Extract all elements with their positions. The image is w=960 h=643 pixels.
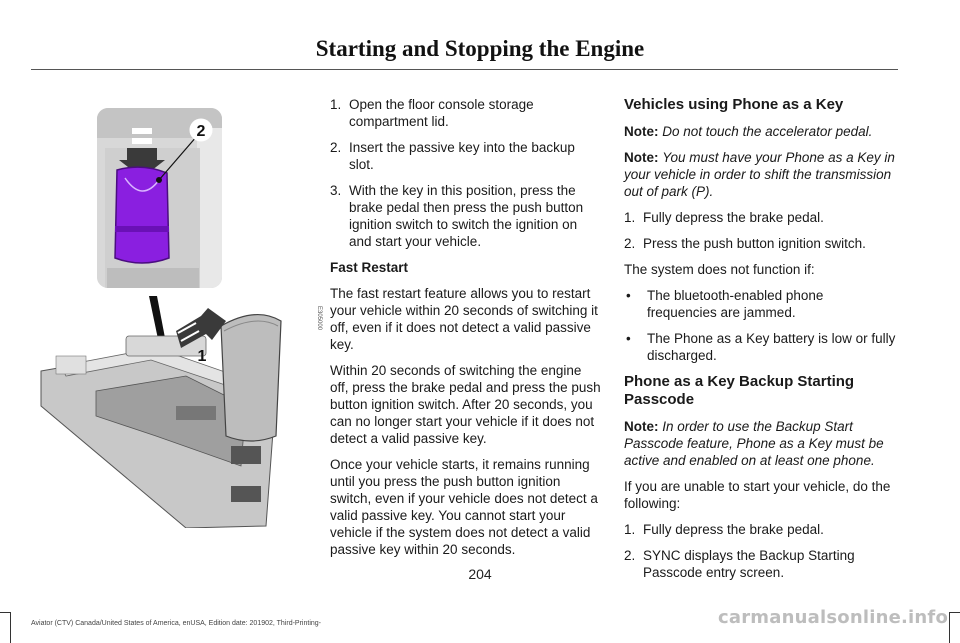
backup-passcode-steps: 1.Fully depress the brake pedal. 2.SYNC … xyxy=(624,521,896,581)
paragraph: The system does not function if: xyxy=(624,262,815,277)
list-item: 2.SYNC displays the Backup Starting Pass… xyxy=(624,548,855,580)
list-item: 3.With the key in this position, press t… xyxy=(330,183,584,249)
backup-slot-steps: 1.Open the floor console storage compart… xyxy=(330,96,602,250)
paragraph: Once your vehicle starts, it remains run… xyxy=(330,457,598,557)
list-item: •The bluetooth-enabled phone frequencies… xyxy=(626,288,824,320)
list-item: •The Phone as a Key battery is low or fu… xyxy=(626,331,896,363)
crop-mark xyxy=(0,612,10,613)
failure-conditions-list: •The bluetooth-enabled phone frequencies… xyxy=(624,287,896,364)
fast-restart-heading: Fast Restart xyxy=(330,260,409,275)
crop-mark xyxy=(950,612,960,613)
edition-footer: Aviator (CTV) Canada/United States of Am… xyxy=(31,620,322,627)
phone-as-key-heading: Vehicles using Phone as a Key xyxy=(624,96,844,113)
callout-2-label: 2 xyxy=(197,123,206,140)
list-item: 1.Open the floor console storage compart… xyxy=(330,97,534,129)
list-item: 1.Fully depress the brake pedal. xyxy=(624,522,824,537)
callout-1-label: 1 xyxy=(198,348,207,365)
right-column: Vehicles using Phone as a Key Note: Do n… xyxy=(624,96,896,590)
middle-column: 1.Open the floor console storage compart… xyxy=(330,96,602,567)
note: Note: You must have your Phone as a Key … xyxy=(624,150,895,199)
header-divider xyxy=(31,69,898,70)
figure-code: E305000 xyxy=(316,306,322,331)
backup-slot-inset-illustration: 2 xyxy=(97,108,222,288)
phone-key-steps: 1.Fully depress the brake pedal. 2.Press… xyxy=(624,209,896,252)
note: Note: In order to use the Backup Start P… xyxy=(624,419,884,468)
page-number: 204 xyxy=(468,566,492,582)
floor-console-illustration: 1 E305000 xyxy=(36,296,324,529)
crop-mark xyxy=(10,612,11,643)
backup-passcode-heading: Phone as a Key Backup Starting Passcode xyxy=(624,373,855,408)
crop-mark xyxy=(949,612,950,643)
paragraph: The fast restart feature allows you to r… xyxy=(330,286,598,352)
paragraph: If you are unable to start your vehicle,… xyxy=(624,479,891,511)
list-item: 1.Fully depress the brake pedal. xyxy=(624,210,824,225)
list-item: 2.Press the push button ignition switch. xyxy=(624,236,866,251)
list-item: 2.Insert the passive key into the backup… xyxy=(330,140,575,172)
page-title: Starting and Stopping the Engine xyxy=(315,36,645,61)
note: Note: Do not touch the accelerator pedal… xyxy=(624,124,873,139)
paragraph: Within 20 seconds of switching the engin… xyxy=(330,363,601,446)
watermark: carmanualsonline.info xyxy=(718,607,949,628)
